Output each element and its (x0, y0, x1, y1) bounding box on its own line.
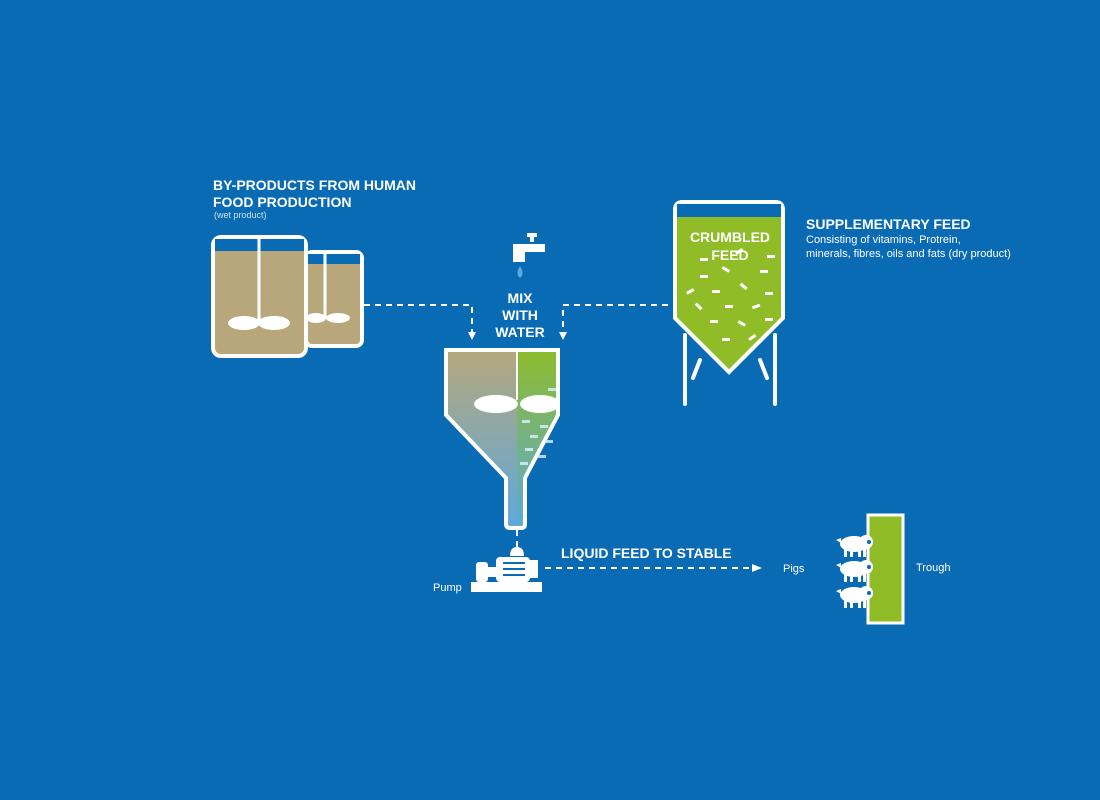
supplementary-desc-2: minerals, fibres, oils and fats (dry pro… (806, 248, 1011, 260)
trough-label: Trough (916, 562, 951, 574)
pig-icon (836, 535, 873, 557)
pig-icon (836, 586, 873, 608)
pump-label: Pump (433, 582, 462, 594)
crumbled-feed-silo (673, 200, 785, 406)
mix-label-2: WITH (502, 307, 538, 323)
feed-crumbs (686, 248, 775, 341)
pig-icons (836, 535, 873, 608)
byproduct-tank-small (304, 250, 364, 348)
liquid-feed-label: LIQUID FEED TO STABLE (561, 545, 732, 561)
water-tap-icon (513, 233, 545, 278)
mix-label-3: WATER (495, 324, 545, 340)
byproducts-note: (wet product) (214, 210, 267, 220)
silo-label-2: FEED (711, 247, 749, 263)
silo-label-1: CRUMBLED (689, 229, 771, 245)
supplementary-desc-1: Consisting of vitamins, Protrein, (806, 234, 961, 246)
pigs-label: Pigs (783, 563, 805, 575)
supplementary-title: SUPPLEMENTARY FEED (806, 216, 971, 232)
trough (866, 513, 905, 625)
arrow-heads (468, 332, 762, 572)
byproducts-title-line2: FOOD PRODUCTION (213, 194, 352, 210)
byproduct-tank-large (211, 235, 308, 358)
pig-icon (836, 560, 873, 582)
byproducts-title-line1: BY-PRODUCTS FROM HUMAN (213, 177, 416, 193)
mix-label-1: MIX (507, 290, 533, 306)
pump-icon (471, 547, 542, 592)
mixing-funnel (444, 348, 560, 530)
flow-arrows (364, 304, 752, 569)
